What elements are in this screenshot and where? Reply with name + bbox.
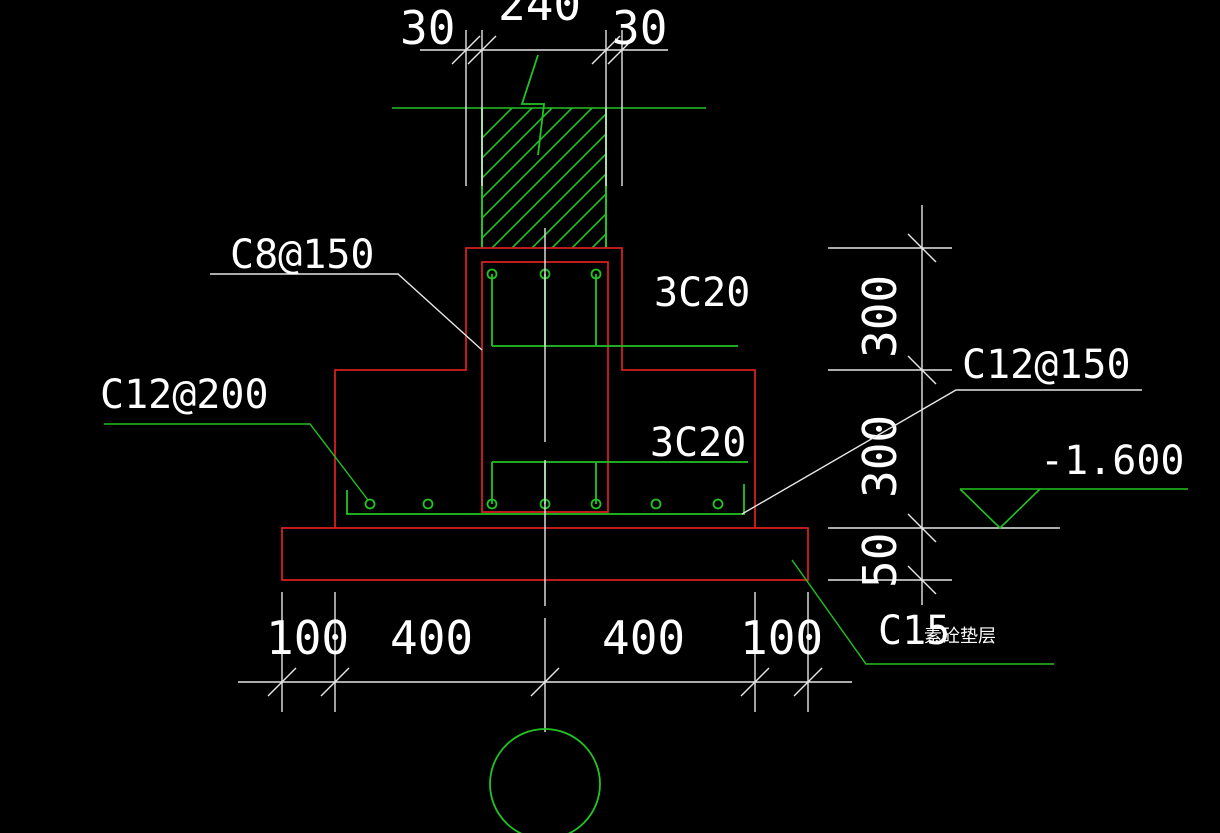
dim-bottom-left-outer: 100: [266, 611, 349, 665]
elevation-value: -1.600: [1040, 438, 1185, 484]
top-dimension: [420, 30, 668, 186]
axis-bubble: [489, 728, 601, 833]
vertical-dimension: [828, 205, 1060, 605]
wall-hatch: [482, 108, 606, 248]
rebar-dot: [486, 498, 498, 510]
rebar-dot: [364, 498, 376, 510]
bedding-grade: C15: [878, 608, 950, 654]
label-bottom-bars: 3C20: [650, 420, 746, 466]
dim-bottom-right-outer: 100: [740, 611, 823, 665]
elevation-mark: [959, 488, 1188, 530]
leader-slab-left: [104, 423, 369, 501]
dim-vert-middle: 300: [853, 415, 907, 498]
dim-bottom-left-inner: 400: [390, 611, 473, 665]
leader-bedding: [791, 559, 1054, 665]
label-stirrup: C8@150: [230, 232, 375, 278]
dim-top-right: 30: [612, 1, 667, 55]
leader-slab-right: [741, 389, 1142, 515]
break-line: [520, 54, 546, 156]
bedding-name: 素砼垫层: [924, 626, 996, 647]
rebar-dot: [712, 498, 724, 510]
dim-bottom-right-inner: 400: [602, 611, 685, 665]
dim-top-center: 240: [498, 0, 581, 31]
bottom-dimension: [238, 592, 852, 712]
label-top-bars: 3C20: [654, 270, 750, 316]
dim-vert-upper: 300: [853, 275, 907, 358]
label-slab-right: C12@150: [962, 342, 1131, 388]
dim-vert-lower: 50: [853, 533, 907, 588]
brick-wall: [392, 54, 706, 248]
rebar-dot: [650, 498, 662, 510]
leader-stirrup: [210, 273, 483, 351]
dim-top-left: 30: [400, 1, 455, 55]
leader-lines: [104, 273, 1142, 665]
rebar-dot: [590, 268, 602, 280]
label-slab-left: C12@200: [100, 372, 269, 418]
rebar-dot: [590, 498, 602, 510]
footing-outline: [334, 247, 756, 528]
rebar-dot: [486, 268, 498, 280]
rebar-dot: [422, 498, 434, 510]
